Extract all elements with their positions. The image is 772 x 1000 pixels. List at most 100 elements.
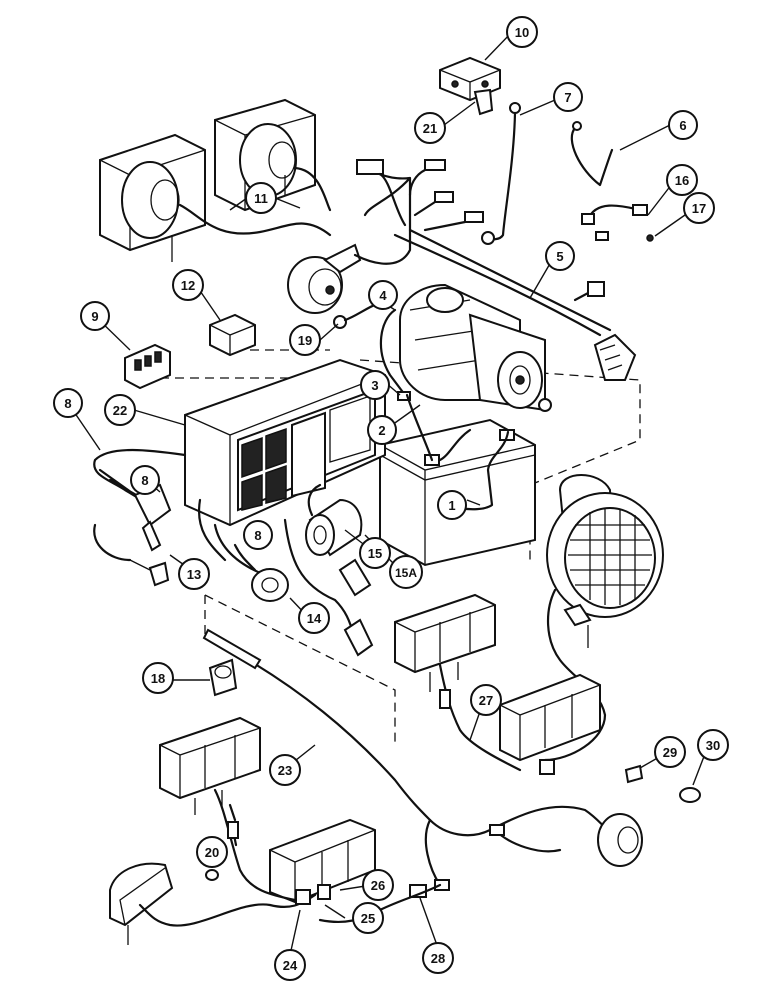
callout-label: 17 [692,201,706,216]
number-plate-lamp [109,862,174,945]
connector-5 [593,333,637,381]
callout-4: 4 [368,280,398,310]
callout-26: 26 [362,869,394,901]
work-lamp [543,474,664,762]
callout-30: 30 [697,729,729,761]
callout-label: 21 [423,121,437,136]
callout-label: 3 [371,378,378,393]
callout-24: 24 [274,949,306,981]
switch-13 [129,483,172,587]
callout-20: 20 [196,836,228,868]
callout-label: 19 [298,333,312,348]
pressure-switch-5 [573,281,605,302]
callout-11: 11 [245,182,277,214]
callout-14: 14 [298,602,330,634]
callout-18: 18 [142,662,174,694]
horn-4 [287,228,412,314]
callout-label: 5 [556,249,563,264]
callout-label: 7 [564,90,571,105]
lamp-front-left [394,593,496,692]
callout-8b: 8 [130,465,160,495]
starter-motor [379,283,552,412]
earth-cable-7 [481,102,521,245]
callout-label: 24 [283,958,298,973]
callout-22: 22 [104,394,136,426]
ignition-switch-15 [305,483,363,557]
callout-label: 14 [307,611,322,626]
callout-8a: 8 [53,388,83,418]
callout-label: 9 [91,309,98,324]
clip-6 [570,121,614,187]
callout-label: 8 [141,473,148,488]
headlamp-wire [178,166,332,237]
callout-2: 2 [367,415,397,445]
grommet-20 [205,869,219,881]
callout-23: 23 [269,754,301,786]
instrument-panel-22 [184,358,386,527]
callout-15: 15 [359,537,391,569]
brake-switch-18 [202,628,262,697]
callout-3: 3 [360,370,390,400]
connector-21 [473,88,494,116]
callout-12: 12 [172,269,204,301]
callout-1: 1 [437,490,467,520]
callout-label: 18 [151,671,165,686]
connector-harness-plugs [283,518,374,657]
sensor-16 [581,204,648,241]
wire-3 [397,391,411,401]
lamp-front-right [499,673,601,762]
relay-10 [439,56,501,102]
callout-label: 1 [448,498,455,513]
callout-label: 25 [361,911,375,926]
callout-label: 27 [479,693,493,708]
rear-connectors [409,689,555,898]
callout-label: 23 [278,763,292,778]
battery [379,393,536,567]
rear-harness-branch [424,663,617,887]
callout-9: 9 [80,301,110,331]
grommet-29 [624,764,644,784]
callout-25: 25 [352,902,384,934]
callout-28: 28 [422,942,454,974]
callout-label: 30 [706,738,720,753]
callout-label: 4 [379,288,387,303]
callout-15a: 15A [389,555,423,589]
callout-6: 6 [668,110,698,140]
callout-label: 15A [395,566,417,580]
callout-17: 17 [683,192,715,224]
socket-7pin [597,813,643,867]
callout-10: 10 [506,16,538,48]
callout-29: 29 [654,736,686,768]
callout-label: 12 [181,278,195,293]
headlamp-left [99,133,206,262]
callout-label: 15 [368,546,382,561]
callout-label: 16 [675,173,689,188]
screw-17 [646,234,654,242]
callout-label: 2 [378,423,385,438]
rear-small-connectors [227,821,331,905]
callout-label: 28 [431,951,445,966]
callout-label: 29 [663,745,677,760]
callout-label: 6 [679,118,686,133]
harness-connectors-top [356,159,484,232]
callout-label: 8 [64,396,71,411]
callout-label: 10 [515,25,529,40]
callout-13: 13 [178,558,210,590]
callout-label: 8 [254,528,261,543]
callout-16: 16 [666,164,698,196]
callout-label: 20 [205,845,219,860]
switch-14 [233,543,289,602]
callout-label: 22 [113,403,127,418]
main-harness-5 [363,168,612,337]
callout-27: 27 [470,684,502,716]
callout-label: 13 [187,567,201,582]
callout-label: 11 [254,191,268,206]
fuse-block-9 [124,343,171,390]
callout-19: 19 [289,324,321,356]
relay-12 [209,313,256,357]
grommet-30 [679,787,701,803]
callout-8c: 8 [243,520,273,550]
callout-5: 5 [545,241,575,271]
panel-harness-8 [93,448,267,577]
